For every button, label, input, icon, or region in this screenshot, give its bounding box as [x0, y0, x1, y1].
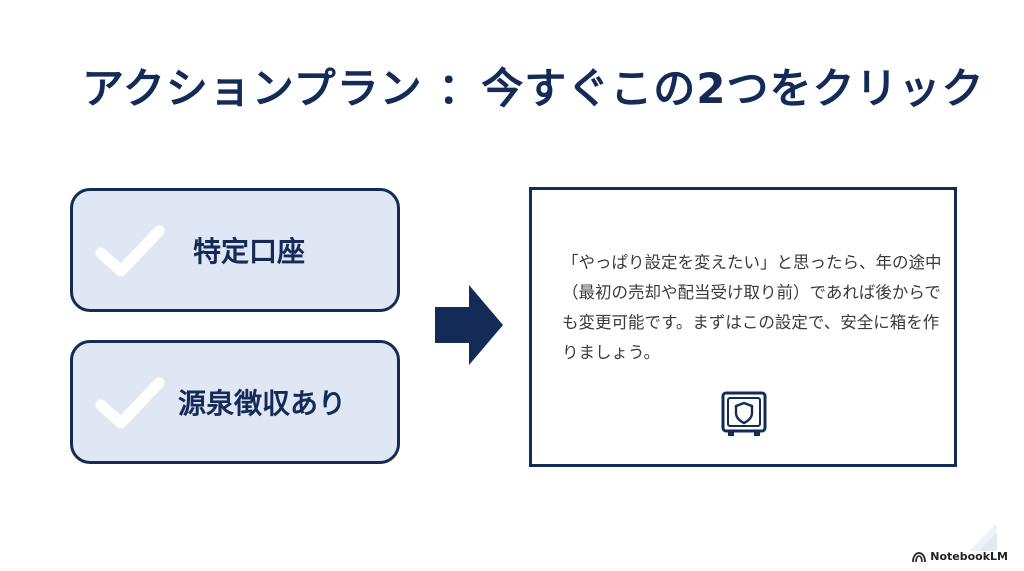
checkmark-icon [95, 225, 165, 277]
option-card-tokutei-kouza[interactable]: 特定口座 [70, 188, 400, 312]
decorative-corner-shape [969, 525, 997, 551]
option-card-label: 特定口座 [193, 235, 306, 268]
checkmark-icon [95, 377, 165, 429]
option-card-gensen-choushu[interactable]: 源泉徴収あり [70, 340, 400, 464]
safe-icon [721, 391, 767, 436]
slide-title: アクションプラン ：今すぐこの2つをクリック [82, 64, 985, 113]
option-card-label: 源泉徴収あり [178, 387, 347, 420]
branding-label: NotebookLM [930, 550, 1008, 563]
arrow-right-icon [435, 285, 503, 365]
branding-watermark: NotebookLM [912, 550, 1008, 563]
notebooklm-logo-icon [912, 551, 927, 562]
info-box: 「やっぱり設定を変えたい」と思ったら、年の途中（最初の売却や配当受け取り前）であ… [529, 187, 957, 467]
info-text: 「やっぱり設定を変えたい」と思ったら、年の途中（最初の売却や配当受け取り前）であ… [562, 253, 942, 362]
